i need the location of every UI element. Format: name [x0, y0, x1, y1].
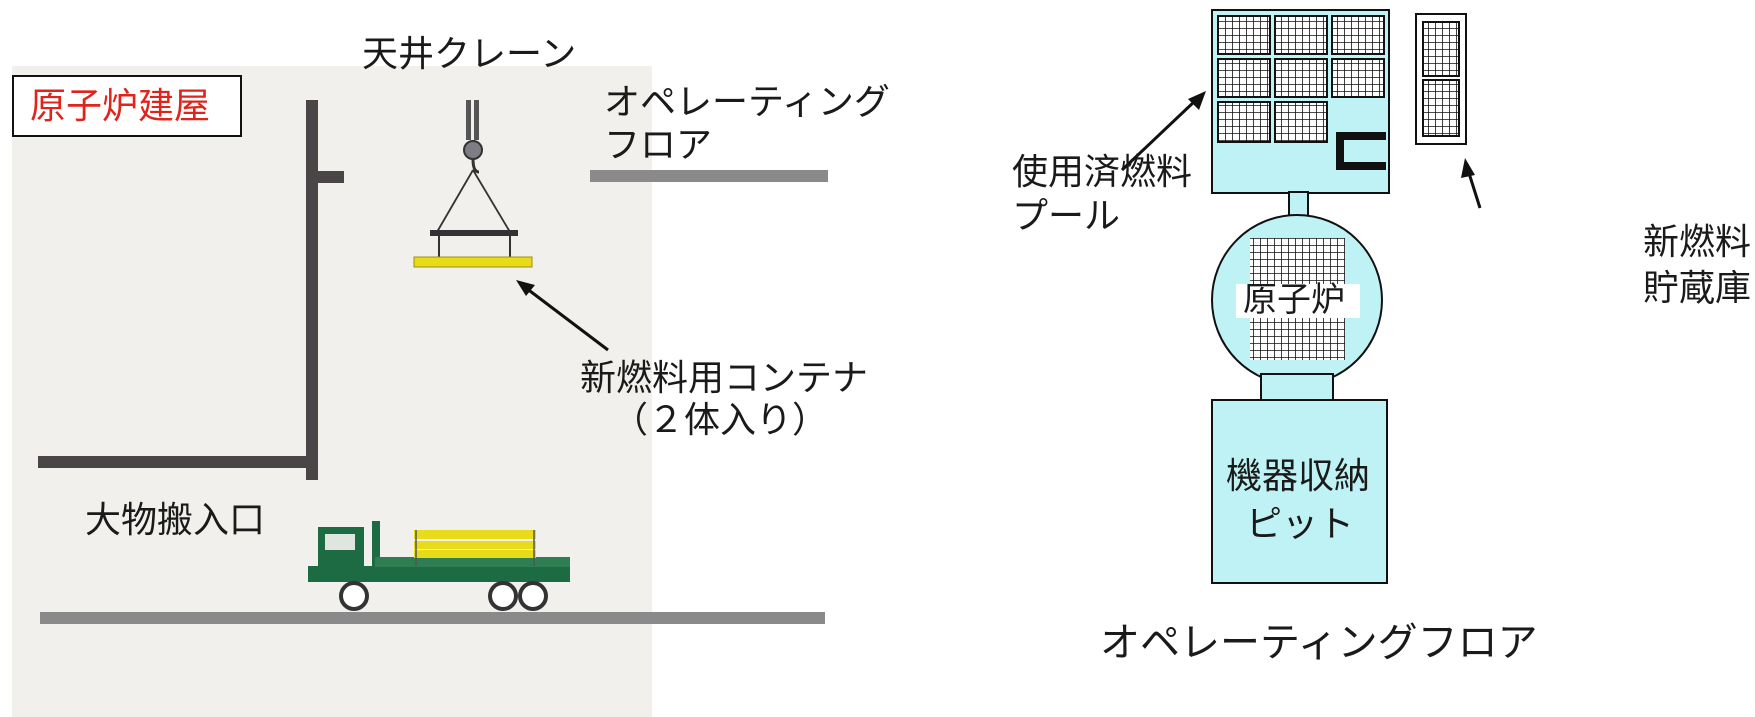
- new-fuel-storage-label-line2: 貯蔵庫: [1643, 268, 1752, 309]
- operating-floor-label-line2: フロア: [604, 125, 713, 166]
- equipment-storage-pit: [1211, 399, 1388, 584]
- wall-ledge: [318, 171, 344, 183]
- equipment-pit-label-line2: ピット: [1246, 504, 1355, 545]
- reactor-label-box: [1236, 284, 1360, 318]
- new-fuel-rack-lower: [1422, 79, 1460, 137]
- spent-fuel-pool-label-line2: プール: [1012, 196, 1121, 237]
- building-label: 原子炉建屋: [30, 86, 211, 127]
- pool-arrow: [1120, 91, 1206, 172]
- reactor-label: 原子炉: [1243, 280, 1345, 320]
- crane-label: 天井クレーン: [362, 34, 577, 75]
- building-wall: [306, 100, 318, 480]
- building-label-box: [12, 75, 242, 137]
- right-operating-floor-label: オペレーティングフロア: [1100, 620, 1538, 666]
- new-fuel-container: [413, 256, 533, 268]
- spent-fuel-pool-label-line1: 使用済燃料: [1012, 152, 1193, 193]
- operating-floor-label-line1: オペレーティング: [604, 82, 890, 123]
- storage-arrow: [1461, 158, 1482, 209]
- truck: [308, 521, 570, 611]
- lower-floor-slab: [38, 456, 308, 468]
- container-arrow: [516, 280, 609, 352]
- new-fuel-storage-label-line1: 新燃料: [1643, 222, 1752, 263]
- pool-fuel-racks: [1217, 15, 1385, 143]
- container-label-line1: 新燃料用コンテナ: [580, 358, 869, 399]
- operating-floor-slab: [590, 170, 828, 182]
- reactor-pit-gate: [1260, 373, 1334, 403]
- ground-floor: [40, 612, 825, 624]
- equipment-pit-label-line1: 機器収納: [1226, 456, 1371, 497]
- reactor-core-grid: [1250, 238, 1345, 360]
- new-fuel-rack-upper: [1422, 21, 1460, 77]
- pool-bracket: [1336, 132, 1386, 170]
- loading-entrance-label: 大物搬入口: [85, 500, 266, 541]
- container-label-line2: （２体入り）: [612, 400, 829, 441]
